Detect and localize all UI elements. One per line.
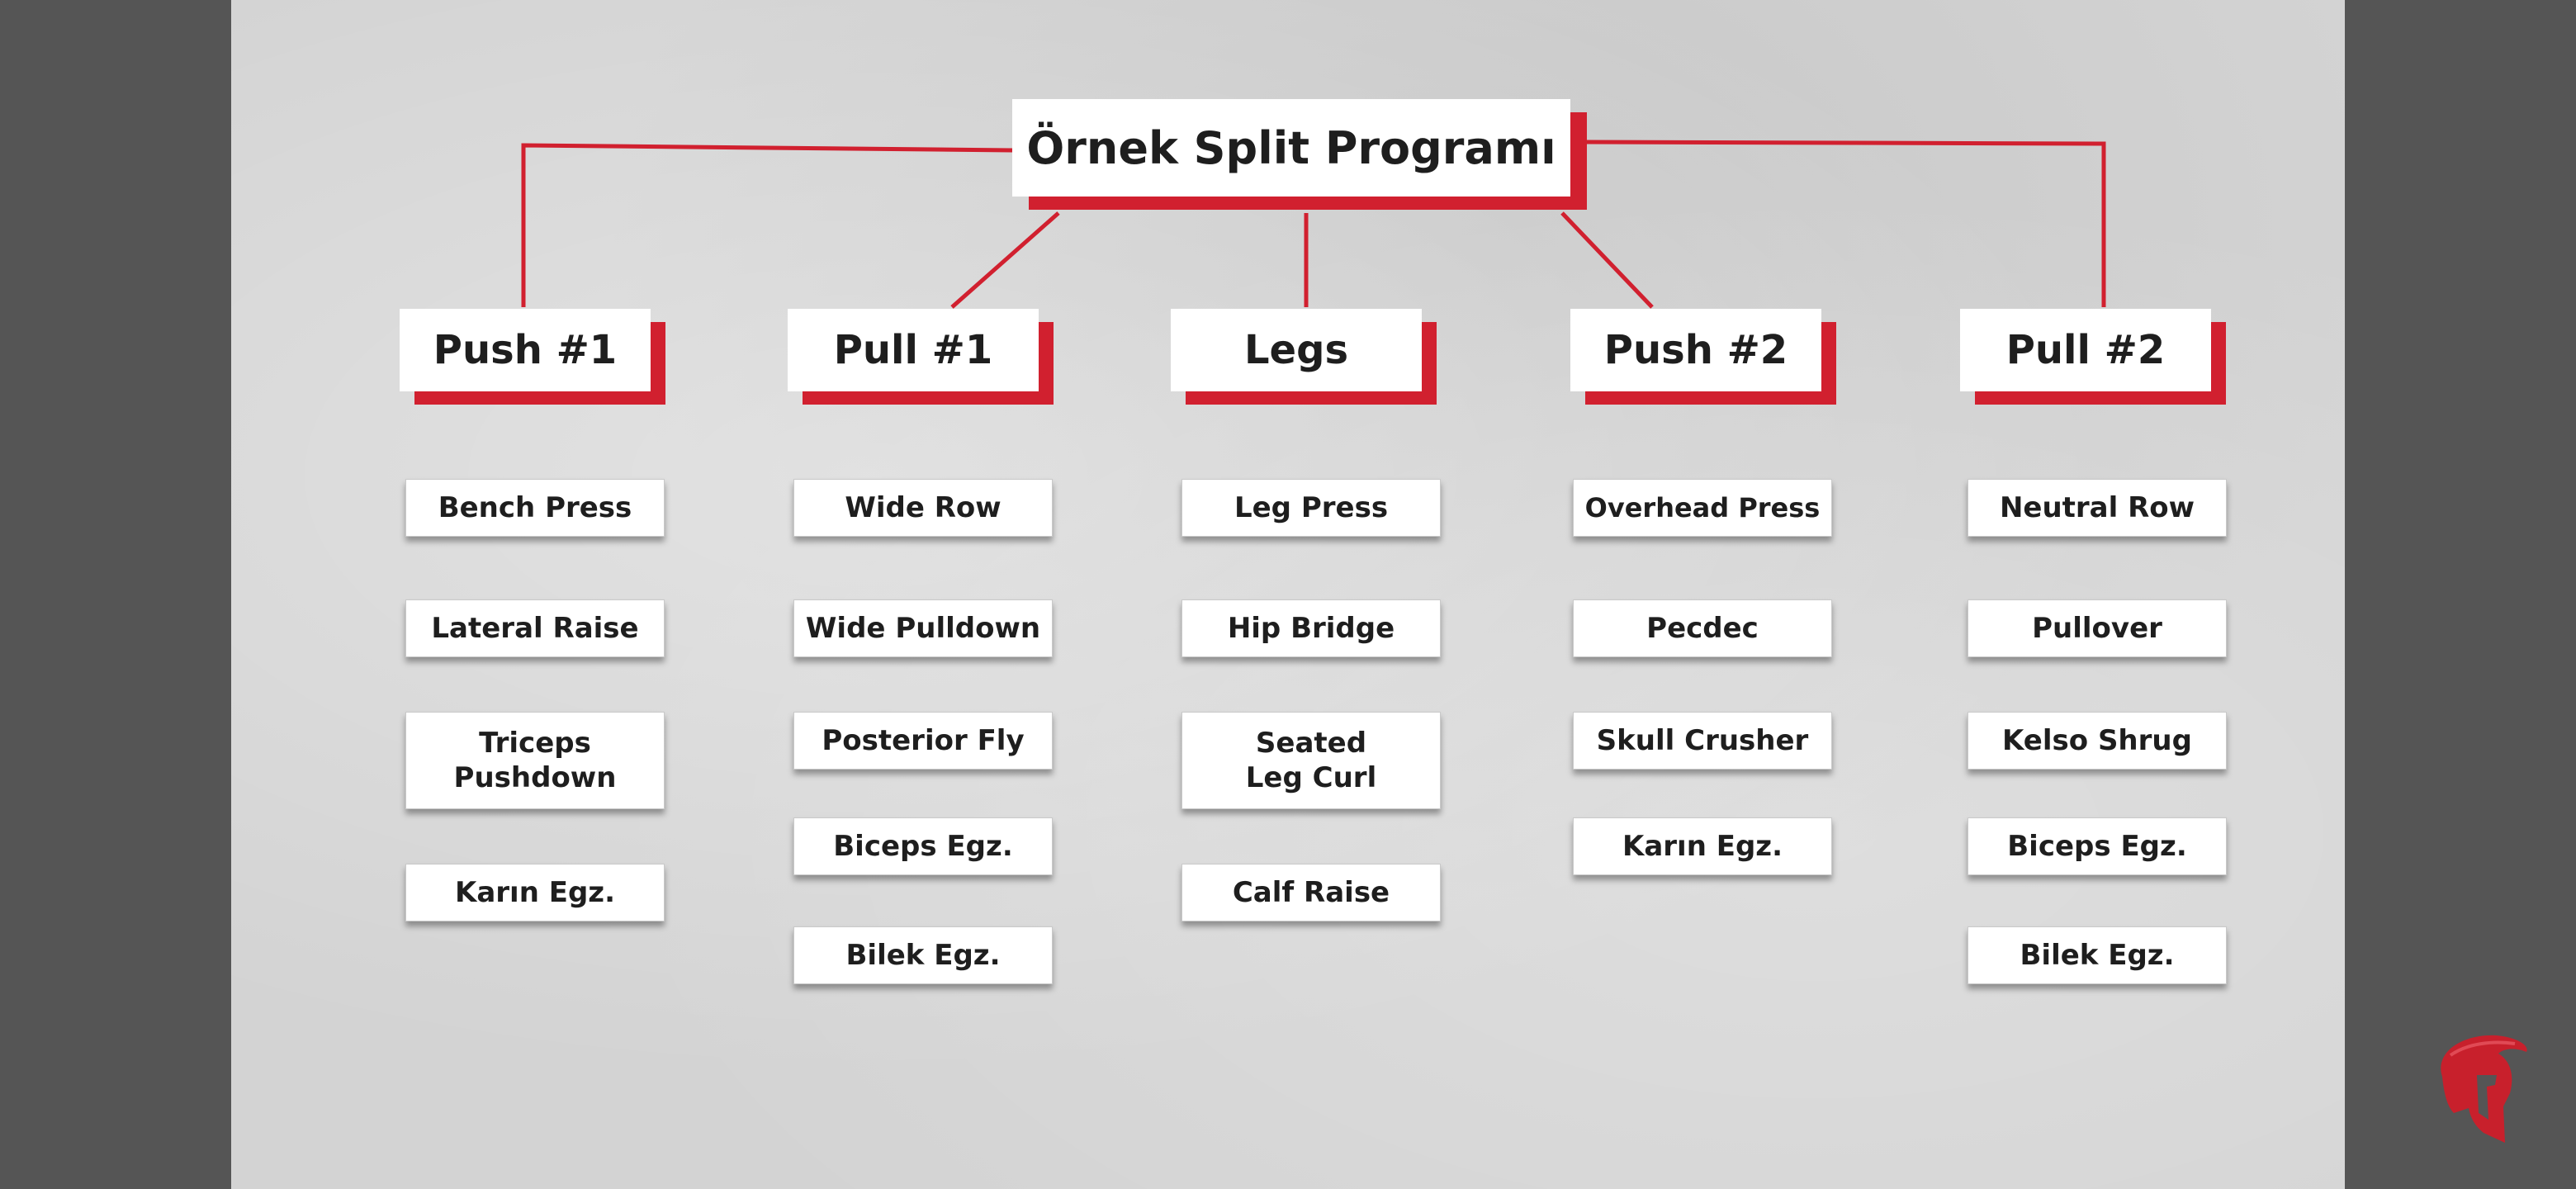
exercise-box: Triceps Pushdown: [405, 712, 665, 809]
exercise-box: Pecdec: [1573, 599, 1832, 657]
exercise-box: Neutral Row: [1968, 479, 2227, 537]
category-push-2: Push #2: [1570, 309, 1821, 391]
exercise-box: Leg Press: [1181, 479, 1441, 537]
connector-push1: [521, 143, 1013, 307]
right-frame: [2345, 0, 2576, 1189]
diagram-canvas: [231, 0, 2345, 1189]
exercise-box: Karın Egz.: [1573, 817, 1832, 875]
exercise-box: Lateral Raise: [405, 599, 665, 657]
exercise-box: Posterior Fly: [793, 712, 1053, 770]
connector-pull1: [950, 211, 1060, 309]
exercise-box: Biceps Egz.: [793, 817, 1053, 875]
exercise-box: Hip Bridge: [1181, 599, 1441, 657]
exercise-box: Karın Egz.: [405, 864, 665, 921]
exercise-box: Bilek Egz.: [1968, 926, 2227, 984]
exercise-box: Bilek Egz.: [793, 926, 1053, 984]
category-pull-1: Pull #1: [788, 309, 1039, 391]
exercise-box: Skull Crusher: [1573, 712, 1832, 770]
left-frame: [0, 0, 231, 1189]
exercise-box: Wide Pulldown: [793, 599, 1053, 657]
exercise-box: Seated Leg Curl: [1181, 712, 1441, 809]
connector-push2: [1560, 211, 1654, 309]
diagram-title: Örnek Split Programı: [1012, 99, 1570, 197]
exercise-box: Overhead Press: [1573, 479, 1832, 537]
exercise-box: Wide Row: [793, 479, 1053, 537]
spartan-helmet-icon: [2441, 1035, 2527, 1143]
connector-pull2: [1586, 140, 2106, 307]
exercise-box: Biceps Egz.: [1968, 817, 2227, 875]
exercise-box: Calf Raise: [1181, 864, 1441, 921]
exercise-box: Kelso Shrug: [1968, 712, 2227, 770]
exercise-box: Bench Press: [405, 479, 665, 537]
exercise-box: Pullover: [1968, 599, 2227, 657]
category-push-1: Push #1: [400, 309, 651, 391]
connector-lines: [521, 140, 2106, 309]
category-legs: Legs: [1171, 309, 1422, 391]
category-pull-2: Pull #2: [1960, 309, 2211, 391]
